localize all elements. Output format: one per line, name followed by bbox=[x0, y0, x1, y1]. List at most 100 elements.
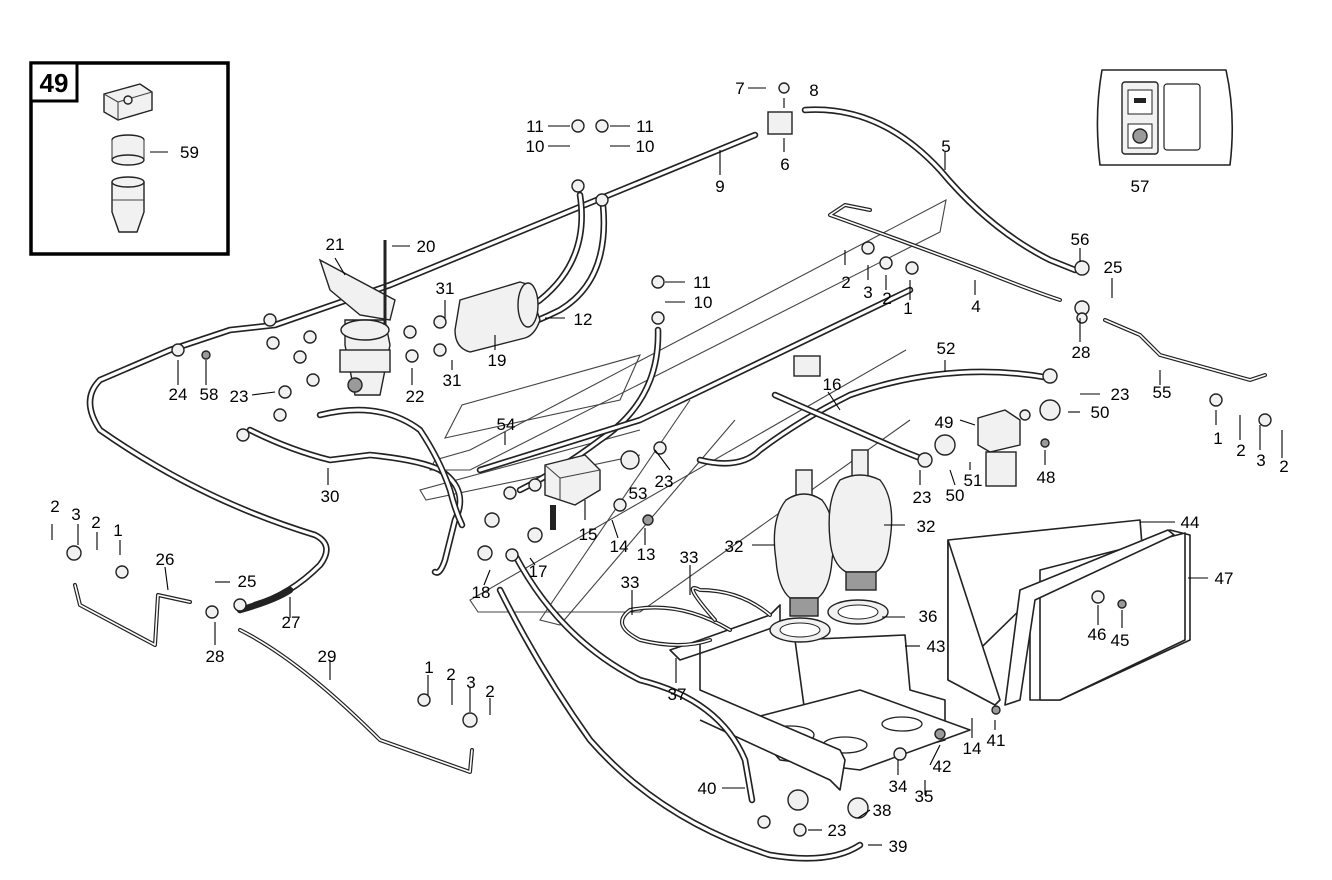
accumulator-right bbox=[827, 449, 893, 625]
callout-10-right: 10 bbox=[636, 137, 655, 156]
callout-2-b: 2 bbox=[882, 289, 891, 308]
callout-10-center: 10 bbox=[694, 293, 713, 312]
callout-14-lower: 14 bbox=[963, 739, 982, 758]
callout-11-center: 11 bbox=[693, 273, 711, 292]
callout-38: 38 bbox=[873, 801, 892, 820]
callout-25-top: 25 bbox=[1104, 258, 1123, 277]
callout-33-upper: 33 bbox=[680, 548, 699, 567]
callout-21: 21 bbox=[326, 235, 345, 254]
callout-50-left: 50 bbox=[946, 486, 965, 505]
callout-23-bottom: 23 bbox=[828, 821, 847, 840]
callout-23-lower: 23 bbox=[913, 488, 932, 507]
callout-42: 42 bbox=[933, 757, 952, 776]
callout-2-h: 2 bbox=[485, 682, 494, 701]
callout-35: 35 bbox=[915, 787, 934, 806]
callout-labels: 59 57 7 8 6 5 11 11 10 10 9 21 20 56 25 … bbox=[50, 79, 1288, 856]
callout-1-c: 1 bbox=[113, 521, 122, 540]
callout-6: 6 bbox=[780, 155, 789, 174]
callout-23-right: 23 bbox=[1111, 385, 1130, 404]
callout-36: 36 bbox=[919, 607, 938, 626]
callout-7: 7 bbox=[735, 79, 744, 98]
callout-24: 24 bbox=[169, 385, 188, 404]
callout-27: 27 bbox=[282, 613, 301, 632]
callout-56: 56 bbox=[1071, 230, 1090, 249]
hose-lines bbox=[73, 106, 1267, 862]
callout-32-right: 32 bbox=[917, 517, 936, 536]
callout-40: 40 bbox=[698, 779, 717, 798]
callout-30: 30 bbox=[321, 487, 340, 506]
callout-16: 16 bbox=[823, 375, 842, 394]
callout-57: 57 bbox=[1131, 177, 1150, 196]
callout-43: 43 bbox=[927, 637, 946, 656]
callout-25-left: 25 bbox=[238, 572, 257, 591]
callout-51: 51 bbox=[964, 471, 983, 490]
callout-5: 5 bbox=[941, 137, 950, 156]
callout-48: 48 bbox=[1037, 468, 1056, 487]
callout-55: 55 bbox=[1153, 383, 1172, 402]
callout-44: 44 bbox=[1181, 513, 1200, 532]
callout-31-bottom: 31 bbox=[443, 371, 462, 390]
callout-3-d: 3 bbox=[466, 673, 475, 692]
callout-2-c: 2 bbox=[1236, 441, 1245, 460]
callout-28-right: 28 bbox=[1072, 343, 1091, 362]
callout-28-left: 28 bbox=[206, 647, 225, 666]
callout-4: 4 bbox=[971, 297, 980, 316]
callout-31-top: 31 bbox=[436, 279, 455, 298]
callout-15: 15 bbox=[579, 525, 598, 544]
callout-13: 13 bbox=[637, 545, 656, 564]
callout-52: 52 bbox=[937, 339, 956, 358]
callout-45: 45 bbox=[1111, 631, 1130, 650]
valve-and-fittings bbox=[66, 82, 1272, 837]
callout-41: 41 bbox=[987, 731, 1006, 750]
callout-22: 22 bbox=[406, 387, 425, 406]
filter-head-icon bbox=[103, 83, 153, 121]
callout-2-g: 2 bbox=[446, 665, 455, 684]
callout-18: 18 bbox=[472, 583, 491, 602]
callout-20: 20 bbox=[417, 237, 436, 256]
callout-33-lower: 33 bbox=[621, 573, 640, 592]
callout-26: 26 bbox=[156, 550, 175, 569]
callout-3-c: 3 bbox=[71, 505, 80, 524]
callout-54: 54 bbox=[497, 415, 516, 434]
switch-panel-57 bbox=[1096, 69, 1234, 166]
callout-47: 47 bbox=[1215, 569, 1234, 588]
gear-icon bbox=[1132, 128, 1148, 144]
callout-23-center: 23 bbox=[655, 472, 674, 491]
leader-lines bbox=[51, 87, 1283, 846]
callout-39: 39 bbox=[889, 837, 908, 856]
callout-46: 46 bbox=[1088, 625, 1107, 644]
callout-58: 58 bbox=[200, 385, 219, 404]
callout-59: 59 bbox=[180, 143, 199, 162]
callout-11-left: 11 bbox=[526, 117, 544, 136]
callout-17: 17 bbox=[529, 562, 548, 581]
inset-number: 49 bbox=[40, 68, 69, 98]
callout-37: 37 bbox=[668, 685, 687, 704]
callout-11-right: 11 bbox=[636, 117, 654, 136]
callout-8: 8 bbox=[809, 81, 818, 100]
callout-1-d: 1 bbox=[424, 658, 433, 677]
filter-seal-icon bbox=[111, 134, 145, 166]
callout-49: 49 bbox=[935, 413, 954, 432]
callout-3-b: 3 bbox=[1256, 451, 1265, 470]
callout-1-a: 1 bbox=[903, 299, 912, 318]
callout-9: 9 bbox=[715, 177, 724, 196]
mounting-plates bbox=[669, 519, 1191, 791]
callout-32-left: 32 bbox=[725, 537, 744, 556]
inset-panel-49: 49 bbox=[29, 61, 230, 256]
accumulator-left bbox=[769, 469, 835, 643]
callout-3-a: 3 bbox=[863, 283, 872, 302]
callout-12: 12 bbox=[574, 310, 593, 329]
callout-23-left: 23 bbox=[230, 387, 249, 406]
callout-10-left: 10 bbox=[526, 137, 545, 156]
callout-14-center: 14 bbox=[610, 537, 629, 556]
callout-34: 34 bbox=[889, 777, 908, 796]
callout-2-f: 2 bbox=[91, 513, 100, 532]
callout-1-b: 1 bbox=[1213, 429, 1222, 448]
callout-29: 29 bbox=[318, 647, 337, 666]
callout-2-d: 2 bbox=[1279, 457, 1288, 476]
callout-50-right: 50 bbox=[1091, 403, 1110, 422]
callout-2-e: 2 bbox=[50, 497, 59, 516]
callout-2-a: 2 bbox=[841, 273, 850, 292]
callout-19: 19 bbox=[488, 351, 507, 370]
